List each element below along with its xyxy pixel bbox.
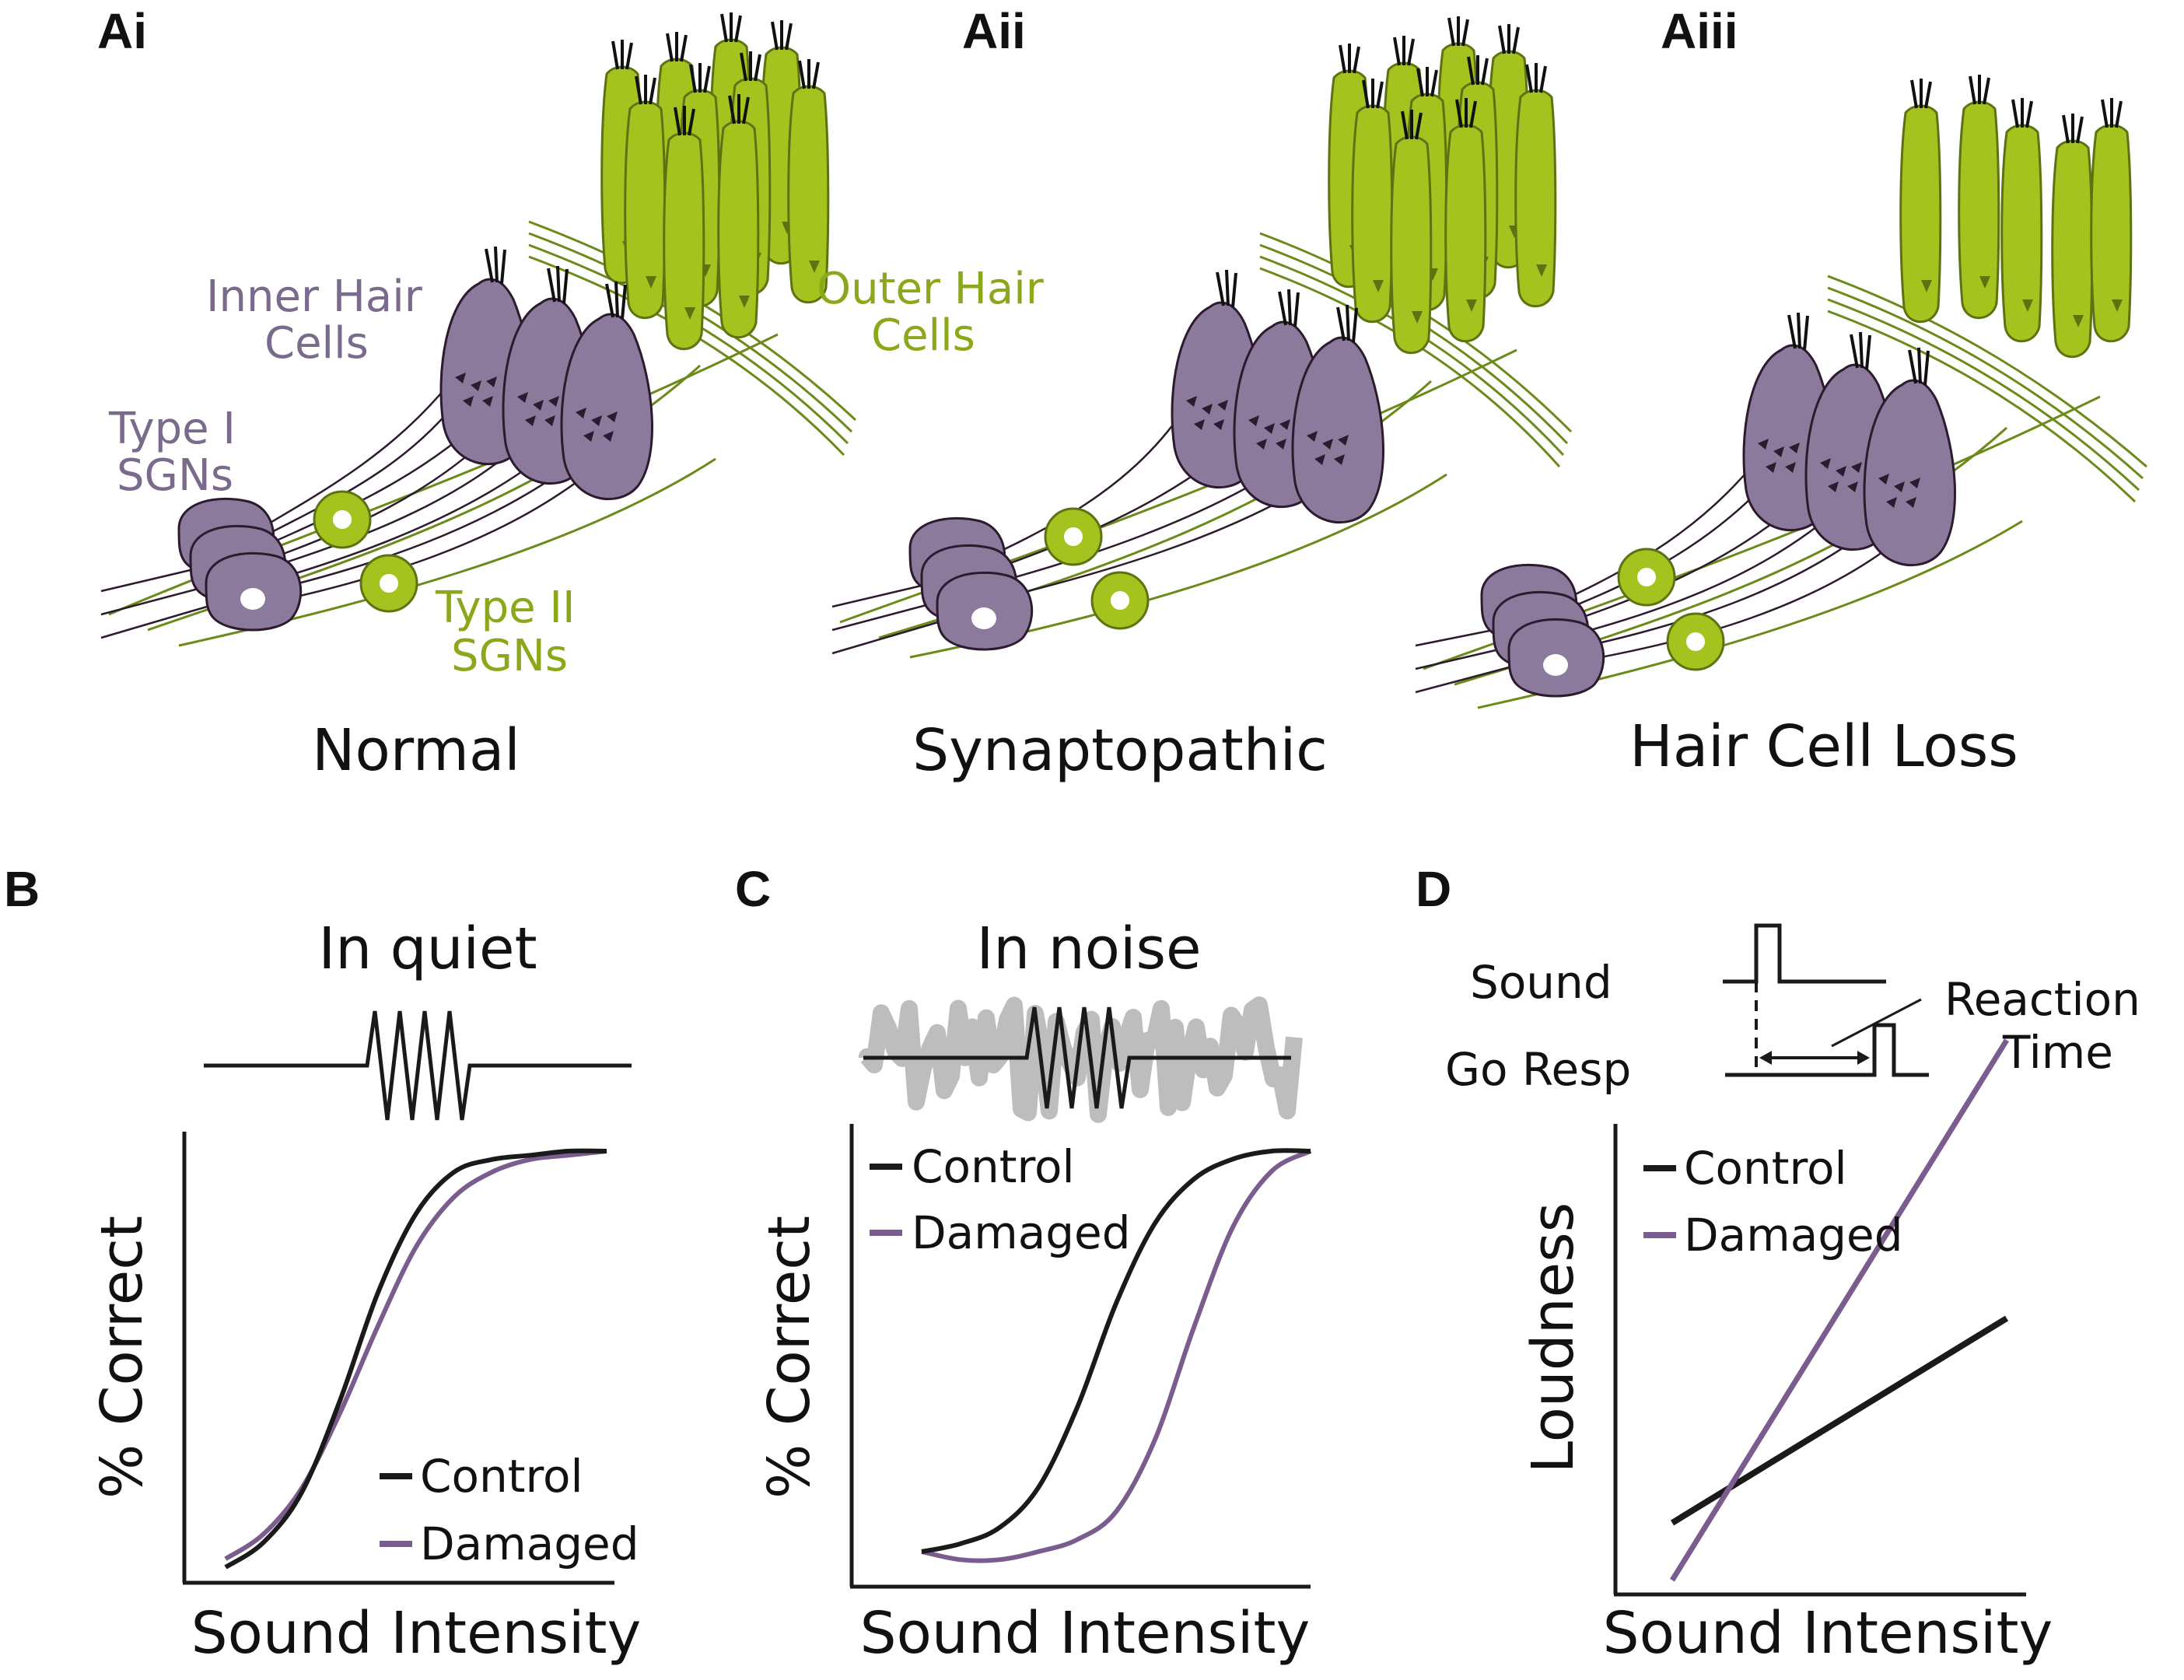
series-line-damaged [224,1149,607,1561]
label-outer-hair-cells-2: Cells [871,310,975,361]
panel-ai-caption: Normal [312,717,520,784]
panel-b: B In quiet % Correct Sound Intensity Con… [4,861,641,1667]
reaction-time-pointer [1831,998,1922,1048]
series-line-damaged [1670,1038,2009,1582]
legend-label-damaged: Damaged [420,1517,639,1570]
panel-b-title: In quiet [318,915,537,982]
panel-d: D Sound Go Resp Reaction Time Loudness S… [1416,861,2140,1667]
type1-sgns [908,516,1034,651]
legend-label-control: Control [420,1450,583,1503]
panel-aiii-caption: Hair Cell Loss [1629,713,2018,780]
panel-d-letter: D [1416,861,1451,917]
label-type1-sgns-1: Type I [108,404,236,454]
x-axis-label: Sound Intensity [860,1600,1311,1667]
legend-label-control: Control [1684,1142,1847,1195]
panel-aii-caption: Synaptopathic [912,717,1328,784]
type1-sgns [1480,563,1605,698]
timing-label-time: Time [2002,1026,2113,1079]
label-type1-sgns-2: SGNs [117,450,233,501]
outer-hair-cells [1899,73,2133,359]
legend-label-control: Control [912,1140,1075,1193]
outer-hair-cells [1327,15,1557,355]
panel-aii: Aii [831,3,1573,784]
go-resp-trace [1725,1023,1929,1077]
panel-ai: Ai [97,3,1045,784]
label-type2-sgns-1: Type II [435,583,575,633]
panel-c-letter: C [735,861,771,917]
x-axis-label: Sound Intensity [191,1600,642,1667]
x-axis-label: Sound Intensity [1603,1600,2053,1667]
label-inner-hair-cells-2: Cells [264,318,369,369]
series-line-damaged [921,1149,1312,1563]
label-outer-hair-cells-1: Outer Hair [817,264,1045,314]
panel-b-letter: B [4,861,40,917]
panel-c-title: In noise [976,915,1201,982]
y-axis-label: % Correct [89,1216,156,1499]
series-line-control [224,1148,607,1570]
panel-ai-letter: Ai [97,3,147,59]
type2-sgns [1617,548,1725,671]
label-inner-hair-cells-1: Inner Hair [206,271,423,322]
timing-label-sound: Sound [1470,956,1612,1009]
series-line-control [1670,1315,2009,1526]
tone-stimulus [204,1010,632,1121]
panel-aiii: Aiii [1415,3,2147,780]
legend-label-damaged: Damaged [1684,1209,1903,1262]
outer-hair-cells [600,11,830,351]
panel-aii-letter: Aii [962,3,1026,59]
sound-trace [1723,923,1886,984]
tone-stimulus [863,1006,1291,1109]
series-line-control [921,1148,1311,1554]
inner-hair-cells [1742,311,1957,567]
label-type2-sgns-2: SGNs [451,631,568,681]
reaction-time-arrowhead-right [1857,1051,1870,1065]
legend-label-damaged: Damaged [912,1206,1131,1259]
panel-c: C In noise % Correct Sound Intensity Con… [735,861,1312,1667]
y-axis-label: Loudness [1520,1202,1587,1474]
y-axis-label: % Correct [756,1216,823,1499]
timing-label-go-resp: Go Resp [1445,1043,1631,1096]
timing-label-reaction: Reaction [1944,973,2140,1026]
reaction-time-arrowhead-left [1759,1051,1772,1065]
panel-aiii-letter: Aiii [1661,3,1738,59]
